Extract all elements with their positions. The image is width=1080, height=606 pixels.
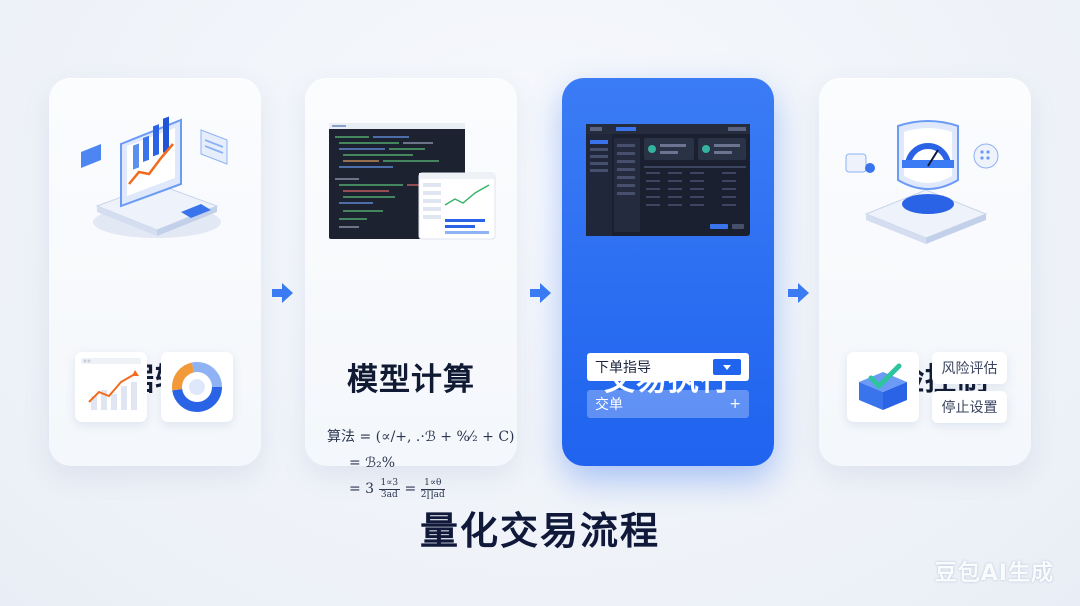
check-box-icon [847, 352, 919, 422]
trade-submit-row[interactable]: 交单 + [587, 390, 749, 418]
arrow-right-icon [528, 282, 552, 304]
trading-dashboard-icon [586, 124, 750, 236]
order-guide-select[interactable]: 下单指导 [587, 353, 749, 381]
stop-settings-button[interactable]: 停止设置 [932, 391, 1007, 423]
donut-chart-icon [161, 352, 233, 422]
watermark: 豆包AI生成 [935, 555, 1054, 587]
formula-line-2: = ℬ₂% [327, 450, 507, 476]
plus-icon[interactable]: + [729, 396, 741, 412]
order-guide-label: 下单指导 [595, 357, 651, 377]
step-title: 模型计算 [305, 354, 517, 399]
formula-line-1: 算法 = (∝/+, .·ℬ + %⁄₂ + C) [327, 424, 507, 450]
arrow-right-icon [270, 282, 294, 304]
risk-assessment-button[interactable]: 风险评估 [932, 352, 1007, 384]
code-window-icon [329, 123, 497, 241]
dropdown-icon[interactable] [713, 359, 741, 375]
monitor-chart-icon [77, 114, 237, 244]
trade-label: 交单 [595, 394, 623, 414]
arrow-right-icon [786, 282, 810, 304]
line-chart-icon [75, 352, 147, 422]
shield-dashboard-icon [842, 116, 1008, 246]
page-title: 量化交易流程 [0, 500, 1080, 555]
